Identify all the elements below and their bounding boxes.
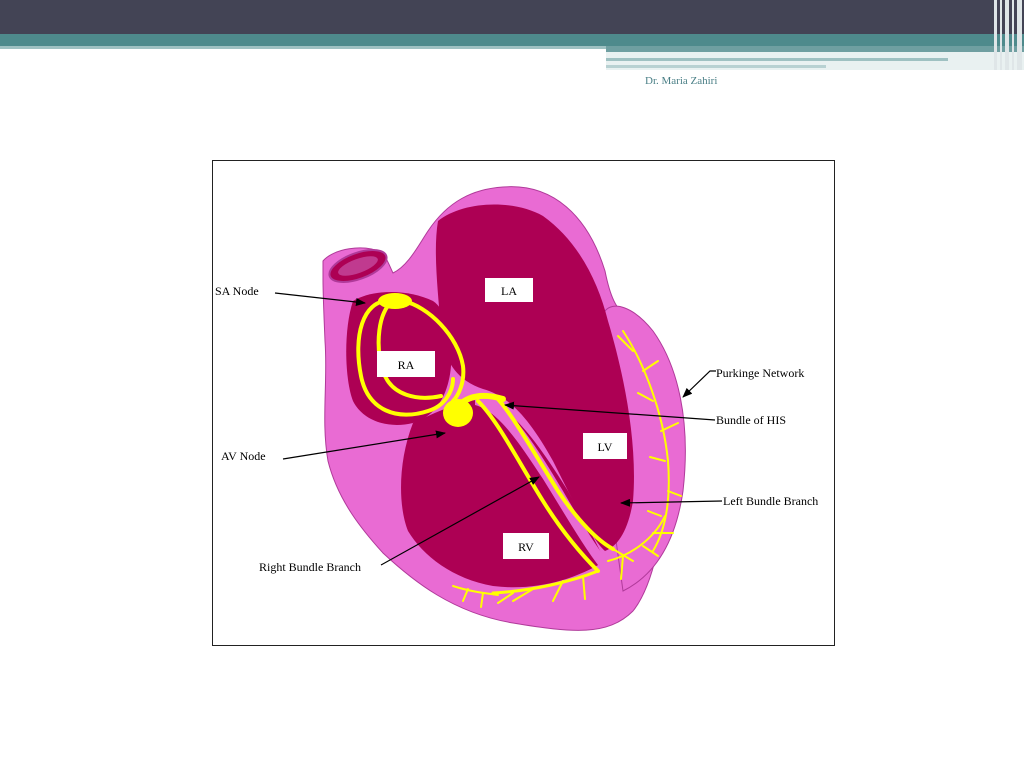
left-bundle-branch-label: Left Bundle Branch (723, 494, 818, 508)
bundle-of-his-label: Bundle of HIS (716, 413, 786, 427)
right-bundle-branch-label: Right Bundle Branch (259, 560, 361, 574)
rv-label: RV (518, 540, 534, 554)
purkinje-network-label: Purkinge Network (716, 366, 804, 380)
chamber-label-rv: RV (503, 533, 549, 559)
chamber-label-la: LA (485, 278, 533, 302)
ra-label: RA (398, 358, 415, 372)
leader-lines (274, 292, 723, 566)
title-bar (0, 0, 1024, 34)
header-vertical-stripes (992, 0, 1024, 70)
sa-node-label: SA Node (215, 284, 259, 298)
chamber-label-ra: RA (377, 351, 435, 377)
septum (475, 396, 608, 569)
right-ventricle-chamber (401, 399, 605, 588)
la-label: LA (501, 284, 517, 298)
header-accent-line (0, 46, 606, 49)
header-band (0, 34, 1024, 46)
slide-author: Dr. Maria Zahiri (645, 75, 718, 87)
av-node-label: AV Node (221, 449, 266, 463)
av-node-mark (443, 399, 473, 427)
chamber-label-lv: LV (583, 433, 627, 459)
heart-conduction-diagram: LA RA LV RV SA Node AV Node Right Bundle… (212, 160, 835, 646)
lv-label: LV (598, 440, 613, 454)
sa-node-mark (378, 293, 412, 309)
header-decoration (606, 46, 1024, 70)
